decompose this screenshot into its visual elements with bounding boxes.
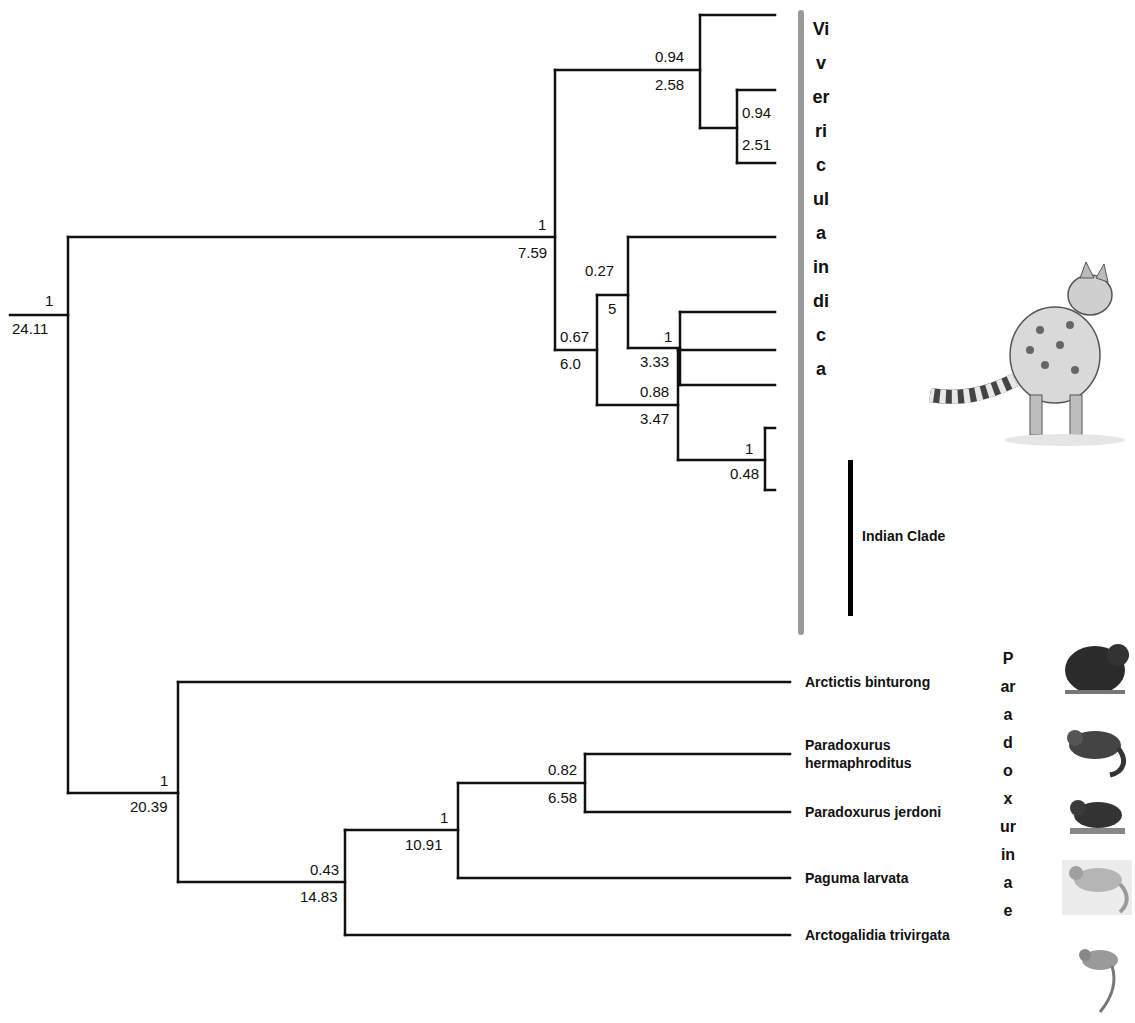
- age-value: 14.83: [300, 888, 338, 906]
- clade-bar: [848, 460, 853, 616]
- support-value: 1: [45, 292, 53, 310]
- support-value: 0.67: [560, 328, 589, 346]
- support-value: 0.43: [310, 861, 339, 879]
- binturong-illustration: [1065, 644, 1129, 694]
- support-value: 0.94: [742, 104, 771, 122]
- age-value: 10.91: [405, 836, 443, 854]
- age-value: 0.48: [730, 465, 759, 483]
- support-value: 1: [745, 440, 753, 458]
- age-value: 6.58: [548, 789, 577, 807]
- species-name: Paradoxurus hermaphroditus: [805, 736, 930, 772]
- palm-civet-illustration: [1067, 730, 1124, 775]
- age-value: 24.11: [12, 320, 48, 338]
- support-value: 1: [440, 809, 448, 827]
- age-value: 2.51: [742, 136, 771, 154]
- age-value: 20.39: [130, 798, 168, 816]
- civet-illustration: [930, 262, 1125, 446]
- species-name: Arctictis binturong: [805, 673, 930, 691]
- support-value: 1: [160, 772, 168, 790]
- age-value: 7.59: [518, 244, 547, 262]
- support-value: 0.94: [655, 48, 684, 66]
- age-value: 3.47: [640, 410, 669, 428]
- clade-name: Viverricula indica: [812, 12, 830, 386]
- clade-bar: [798, 10, 804, 635]
- small-toothed-palm-civet-illustration: [1079, 949, 1118, 1012]
- support-value: 0.88: [640, 383, 669, 401]
- support-value: 0.27: [585, 262, 614, 280]
- brown-palm-civet-illustration: [1070, 800, 1125, 834]
- age-value: 2.58: [655, 76, 684, 94]
- clade-name: Indian Clade: [862, 527, 945, 545]
- support-value: 0.82: [548, 761, 577, 779]
- masked-palm-civet-illustration: [1062, 860, 1132, 915]
- subfamily-name: Paradoxurinae: [1000, 645, 1016, 925]
- age-value: 3.33: [640, 353, 669, 371]
- age-value: 6.0: [560, 355, 581, 373]
- species-name: Arctogalidia trivirgata: [805, 926, 950, 944]
- support-value: 1: [664, 328, 672, 346]
- species-name: Paguma larvata: [805, 869, 909, 887]
- species-name: Paradoxurus jerdoni: [805, 803, 941, 821]
- age-value: 5: [608, 300, 616, 318]
- support-value: 1: [538, 216, 546, 234]
